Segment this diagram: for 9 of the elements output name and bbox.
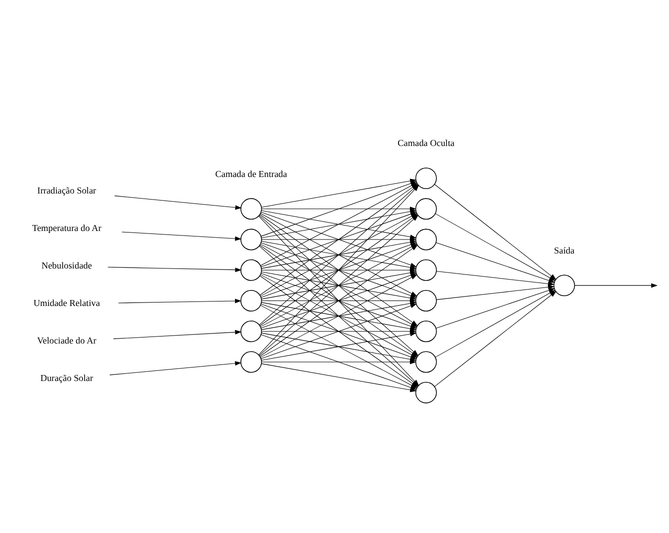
label: Camada de Entrada xyxy=(215,168,288,179)
label: Camada Oculta xyxy=(398,138,454,148)
node-label: Saída xyxy=(554,245,574,256)
node-text: Nebulosidade xyxy=(41,260,92,271)
node-text: Irradiação Solar xyxy=(37,186,96,196)
node-text: Velociade do Ar xyxy=(37,336,96,346)
node-text: Temperatura do Ar xyxy=(32,223,102,234)
node-text: Umidade Relativa xyxy=(33,298,100,308)
node-text: Duração Solar xyxy=(40,373,94,384)
